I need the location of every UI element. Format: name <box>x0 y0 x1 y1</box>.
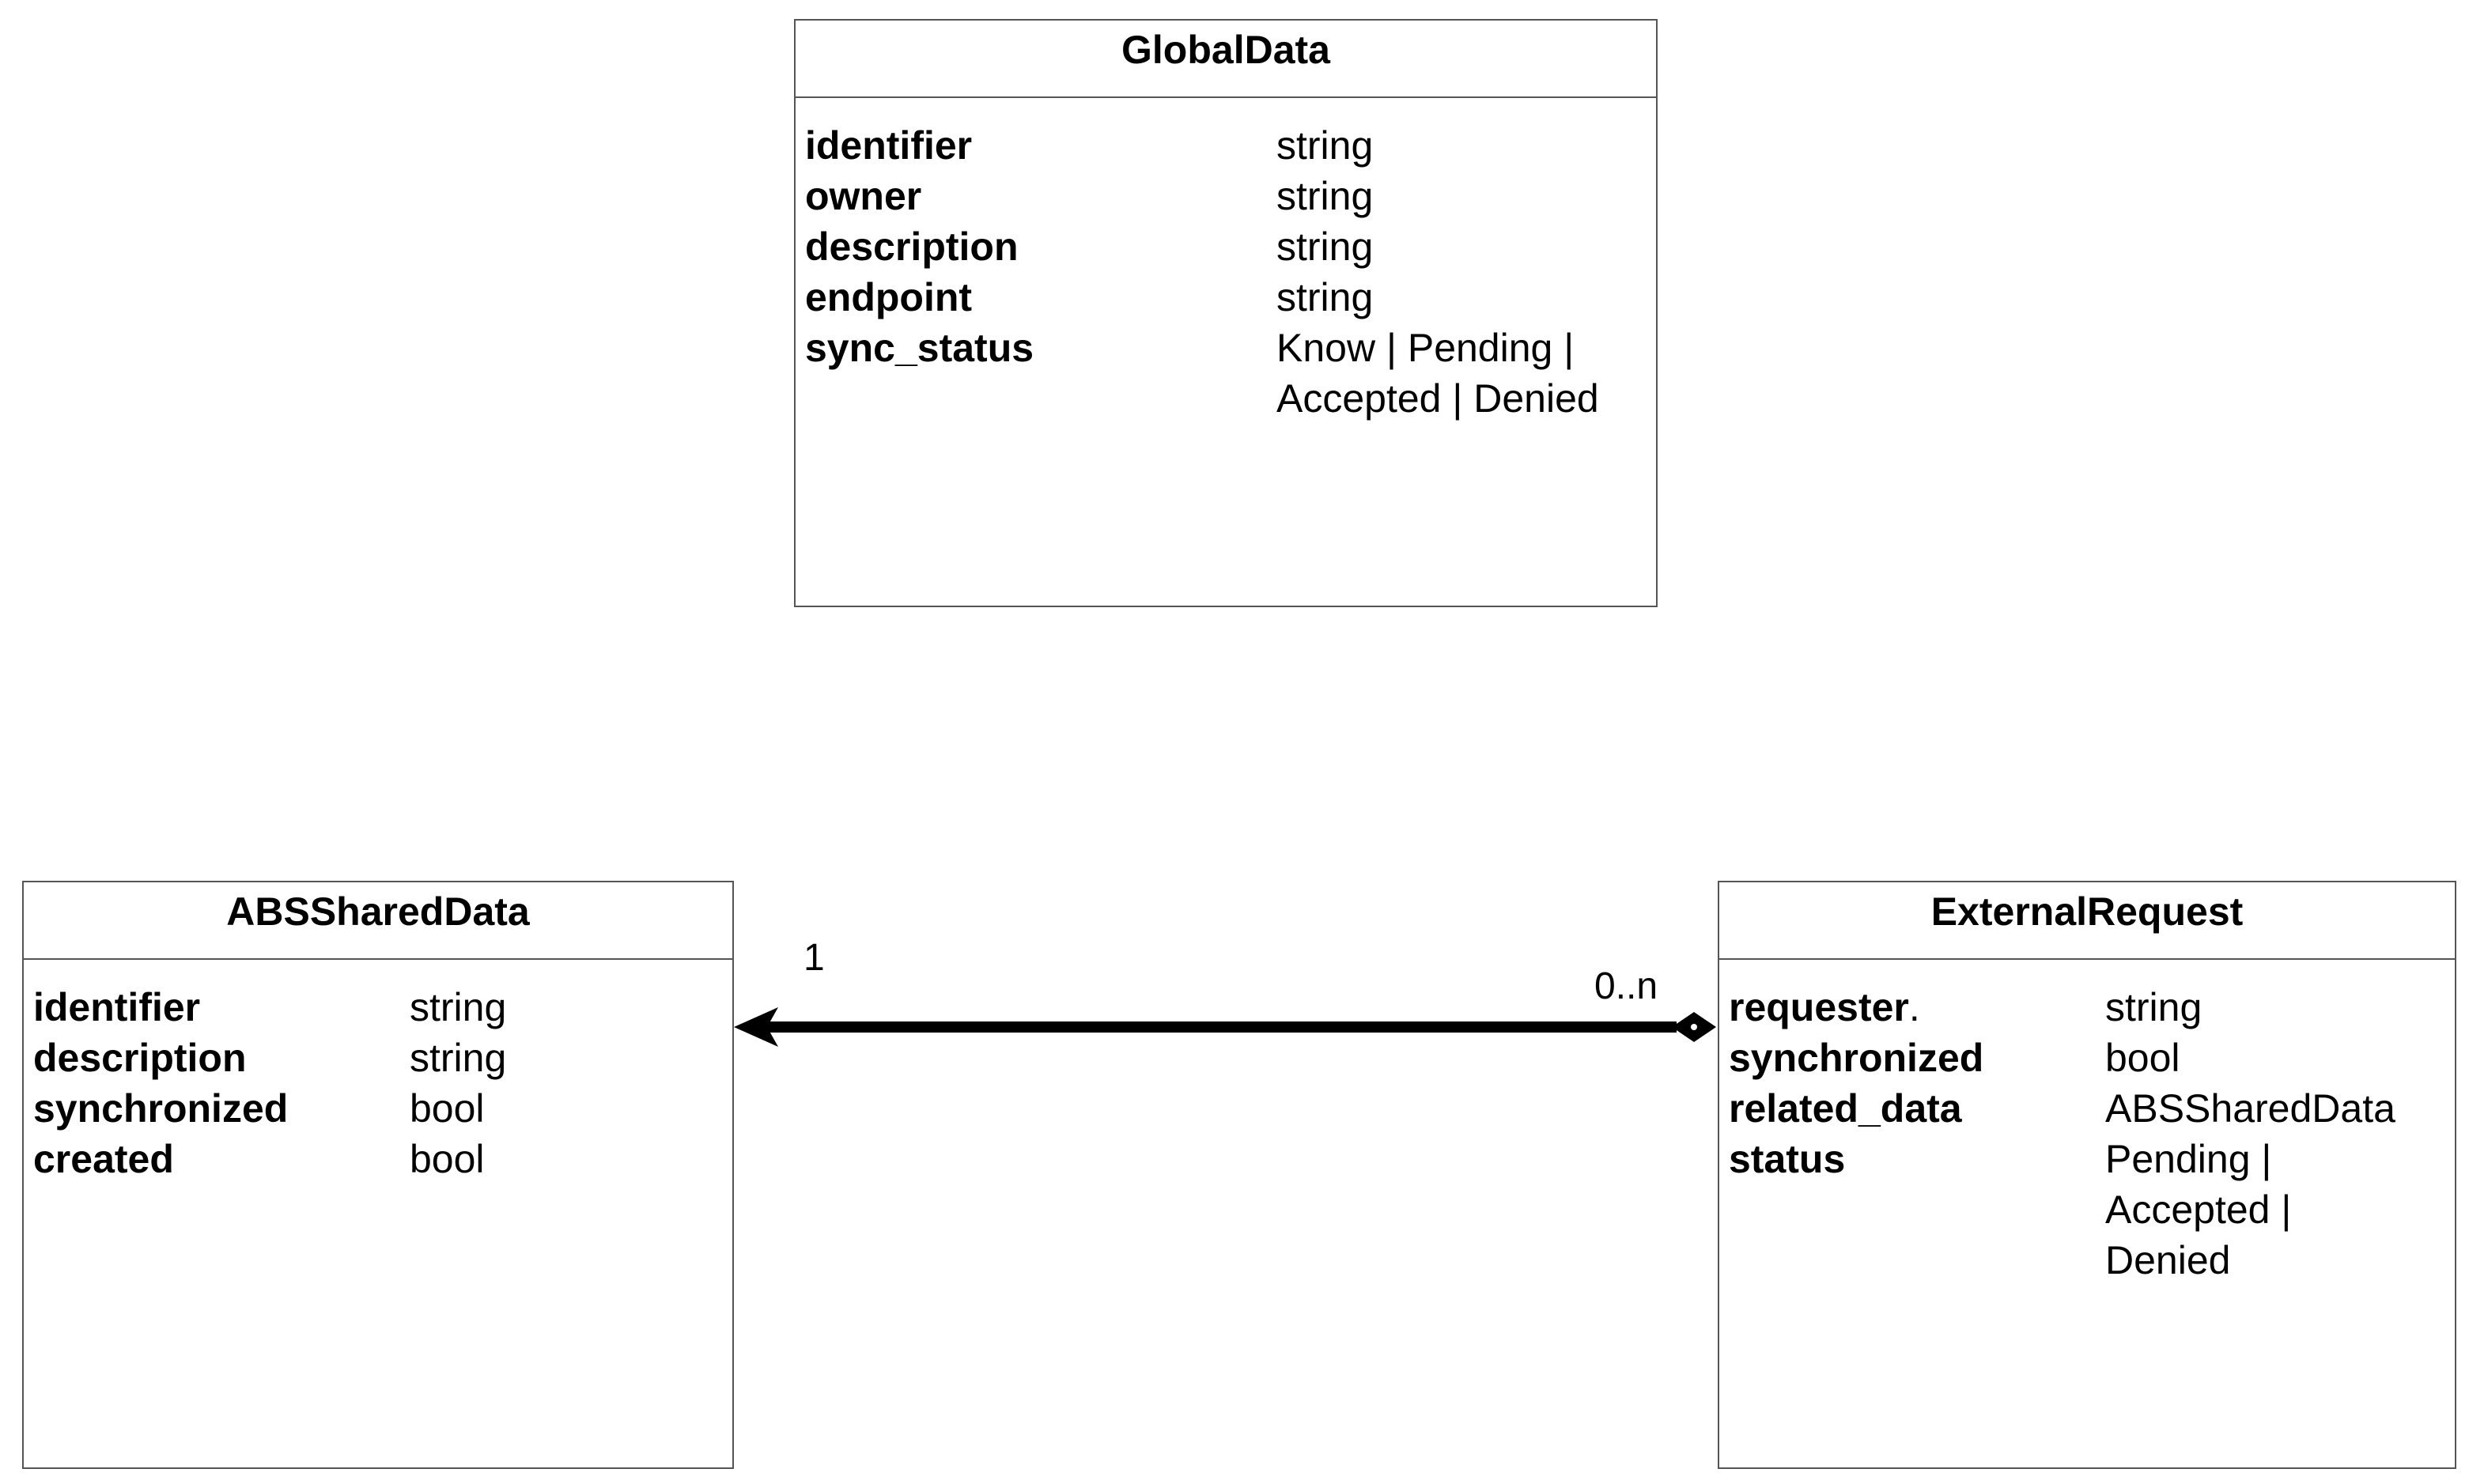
attribute-type: Pending | Accepted | Denied <box>2105 1137 2292 1282</box>
attribute-name-suffix: . <box>1908 985 1920 1029</box>
attribute-name: created <box>33 1137 174 1181</box>
attribute-name: status <box>1729 1137 1846 1181</box>
attribute-row: sync_status Know | Pending | Accepted | … <box>796 323 1656 421</box>
attribute-type: string <box>410 1036 507 1080</box>
attribute-name: requester. <box>1729 982 1920 1033</box>
attribute-row: created bool <box>24 1134 732 1184</box>
attribute-type: string <box>410 985 507 1029</box>
attribute-type: string <box>1276 225 1374 269</box>
attribute-name: identifier <box>805 123 973 168</box>
arrowhead-icon <box>734 1007 778 1047</box>
attribute-row: description string <box>24 1033 732 1083</box>
aggregation-diamond-icon <box>1672 1012 1716 1042</box>
attribute-row: identifier string <box>796 120 1656 171</box>
attribute-name: synchronized <box>1729 1036 1984 1080</box>
class-abssharedata-attributes: identifier string description string syn… <box>24 960 732 1184</box>
class-externalrequest-title: ExternalRequest <box>1719 882 2455 960</box>
attribute-name: identifier <box>33 985 201 1029</box>
attribute-type: ABSSharedData <box>2105 1086 2395 1131</box>
attribute-name: owner <box>805 174 922 218</box>
attribute-name: description <box>805 225 1019 269</box>
attribute-type: string <box>1276 174 1374 218</box>
class-abssharedata: ABSSharedData identifier string descript… <box>22 881 734 1469</box>
multiplicity-source: 1 <box>803 937 825 979</box>
attribute-row: identifier string <box>24 982 732 1033</box>
multiplicity-target: 0..n <box>1594 965 1658 1007</box>
attribute-type: string <box>2105 985 2202 1029</box>
class-globaldata: GlobalData identifier string owner strin… <box>794 19 1658 607</box>
attribute-row: owner string <box>796 171 1656 221</box>
class-globaldata-title: GlobalData <box>796 21 1656 98</box>
class-externalrequest-attributes: requester. string synchronized bool rela… <box>1719 960 2455 1282</box>
attribute-name-text: requester <box>1729 985 1909 1029</box>
class-abssharedata-title: ABSSharedData <box>24 882 732 960</box>
attribute-type: bool <box>410 1086 485 1131</box>
attribute-type: string <box>1276 275 1374 319</box>
attribute-row: status Pending | Accepted | Denied <box>1719 1134 2455 1282</box>
attribute-row: endpoint string <box>796 272 1656 323</box>
attribute-type: Know | Pending | Accepted | Denied <box>1276 326 1599 421</box>
class-globaldata-attributes: identifier string owner string descripti… <box>796 98 1656 421</box>
attribute-row: description string <box>796 221 1656 272</box>
attribute-name: endpoint <box>805 275 973 319</box>
attribute-type: bool <box>2105 1036 2180 1080</box>
attribute-type: bool <box>410 1137 485 1181</box>
attribute-name: related_data <box>1729 1086 1962 1131</box>
attribute-name: sync_status <box>805 326 1034 370</box>
attribute-row: synchronized bool <box>24 1083 732 1134</box>
attribute-row: requester. string <box>1719 982 2455 1033</box>
attribute-name: description <box>33 1036 247 1080</box>
attribute-name: synchronized <box>33 1086 289 1131</box>
diamond-center-dot <box>1691 1024 1697 1030</box>
attribute-row: related_data ABSSharedData <box>1719 1083 2455 1134</box>
attribute-type: string <box>1276 123 1374 168</box>
attribute-row: synchronized bool <box>1719 1033 2455 1083</box>
class-externalrequest: ExternalRequest requester. string synchr… <box>1718 881 2456 1469</box>
